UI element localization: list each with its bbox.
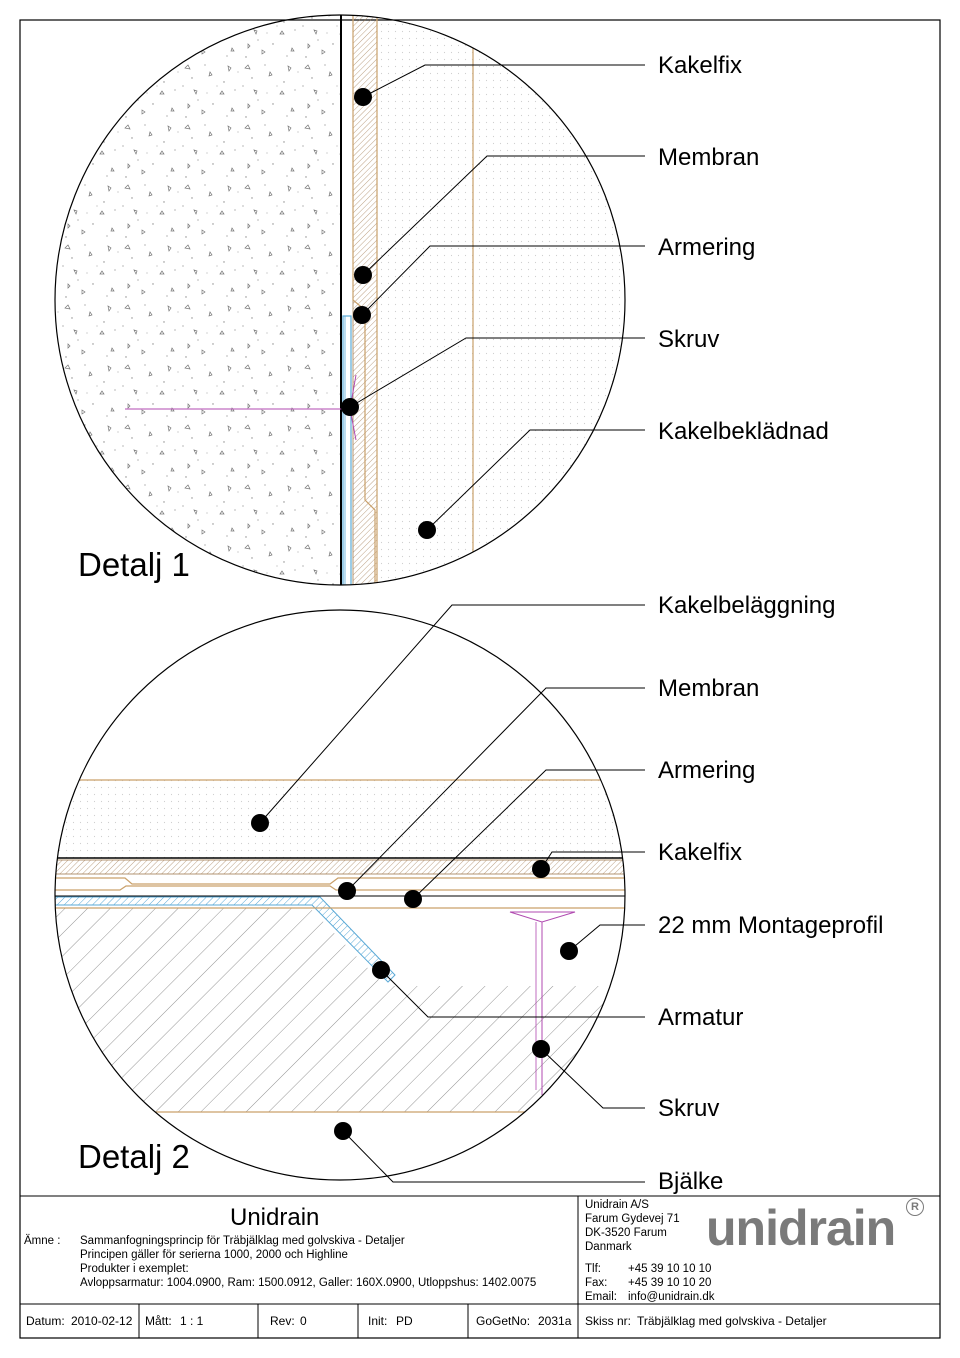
email-label: Email: — [585, 1291, 617, 1303]
title-block-lines — [19, 1195, 941, 1339]
subject-label: Ämne : — [24, 1235, 61, 1247]
concrete-wall — [55, 15, 340, 585]
label-armering-1: Armering — [658, 234, 756, 261]
detail-2-leaders — [259, 604, 645, 1183]
subject-line-2: Principen gäller för serierna 1000, 2000… — [80, 1249, 348, 1261]
datum-value: 2010-02-12 — [71, 1314, 133, 1328]
goget-label: GoGetNo: — [476, 1314, 531, 1328]
label-skruv-1: Skruv — [658, 326, 720, 353]
detail-1-title: Detalj 1 — [78, 546, 190, 583]
unidrain-logo: unidrain — [706, 1200, 896, 1256]
email-value: info@unidrain.dk — [628, 1291, 715, 1303]
label-kakelbelaggning: Kakelbeläggning — [658, 592, 836, 619]
address-line-2: Farum Gydevej 71 — [585, 1213, 680, 1225]
subject-line-1: Sammanfogningsprincip för Träbjälklag me… — [80, 1235, 405, 1247]
detail-2-circle — [54, 609, 626, 1181]
address-line-3: DK-3520 Farum — [585, 1227, 667, 1239]
skiss-value: Träbjälklag med golvskiva - Detaljer — [637, 1314, 827, 1328]
datum-label: Datum: — [26, 1314, 65, 1328]
label-membran-2: Membran — [658, 675, 760, 702]
detail-2-drawing — [54, 609, 626, 1181]
address-line-1: Unidrain A/S — [585, 1199, 649, 1211]
address-line-4: Danmark — [585, 1241, 632, 1253]
company-title: Unidrain — [230, 1204, 320, 1231]
subject-line-4: Avloppsarmatur: 1004.0900, Ram: 1500.091… — [80, 1277, 537, 1289]
detail-1-leaders — [349, 64, 645, 531]
matt-value: 1 : 1 — [180, 1314, 204, 1328]
detail-1-circle — [54, 14, 626, 586]
registered-mark-icon: R — [906, 1198, 924, 1216]
fax-label: Fax: — [585, 1277, 608, 1289]
label-kakelfix-1: Kakelfix — [658, 52, 743, 79]
label-bjalke: Bjälke — [658, 1168, 724, 1195]
rev-label: Rev: — [270, 1314, 295, 1328]
fax-value: +45 39 10 10 20 — [628, 1277, 712, 1289]
label-montageprofil: 22 mm Montageprofil — [658, 912, 884, 939]
detail-1-markers — [341, 88, 436, 539]
label-skruv-2: Skruv — [658, 1095, 720, 1122]
skiss-label: Skiss nr: — [585, 1314, 632, 1328]
rev-value: 0 — [300, 1314, 307, 1328]
init-value: PD — [396, 1314, 413, 1328]
label-membran-1: Membran — [658, 144, 760, 171]
label-kakelfix-2: Kakelfix — [658, 839, 743, 866]
tel-value: +45 39 10 10 10 — [628, 1263, 712, 1275]
matt-label: Mått: — [145, 1314, 172, 1328]
tel-label: Tlf: — [585, 1263, 601, 1275]
goget-value: 2031a — [538, 1314, 572, 1328]
board-dots — [380, 15, 625, 585]
subject-line-3: Produkter i exemplet: — [80, 1263, 189, 1275]
init-label: Init: — [368, 1314, 388, 1328]
label-armering-2: Armering — [658, 757, 756, 784]
label-armatur: Armatur — [658, 1004, 744, 1031]
label-kakelbekladnad: Kakelbeklädnad — [658, 418, 829, 445]
detail-2-title: Detalj 2 — [78, 1138, 190, 1175]
detail-2-markers — [251, 814, 578, 1140]
